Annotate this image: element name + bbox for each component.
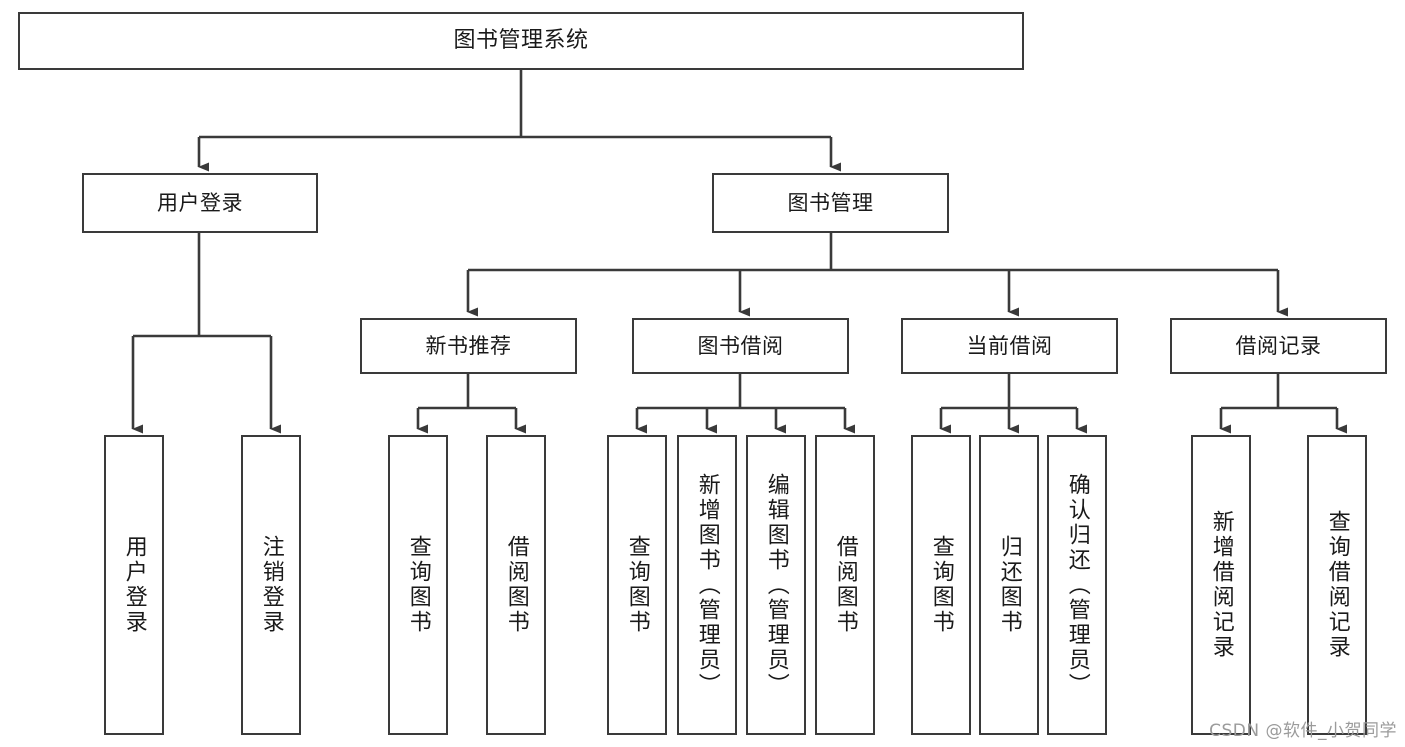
- node-leaf-confirm-return-label: 确认归还（管理员）: [1064, 472, 1090, 698]
- node-leaf-edit-book-label: 编辑图书（管理员）: [763, 472, 789, 698]
- node-leaf-query-book-3[interactable]: 查询图书: [911, 435, 971, 735]
- node-leaf-borrow-book-2[interactable]: 借阅图书: [815, 435, 875, 735]
- node-leaf-query-record[interactable]: 查询借阅记录: [1307, 435, 1367, 735]
- node-user-login[interactable]: 用户登录: [82, 173, 318, 233]
- node-book-borrow[interactable]: 图书借阅: [632, 318, 849, 374]
- node-leaf-return-book[interactable]: 归还图书: [979, 435, 1039, 735]
- node-leaf-borrow-book-1[interactable]: 借阅图书: [486, 435, 546, 735]
- node-leaf-query-book-1[interactable]: 查询图书: [388, 435, 448, 735]
- node-borrow-record-label: 借阅记录: [1235, 333, 1322, 358]
- node-root[interactable]: 图书管理系统: [18, 12, 1024, 70]
- node-leaf-user-logout[interactable]: 注销登录: [241, 435, 301, 735]
- node-leaf-query-book-2[interactable]: 查询图书: [607, 435, 667, 735]
- node-leaf-borrow-book-2-label: 借阅图书: [832, 535, 858, 635]
- node-book-borrow-label: 图书借阅: [697, 333, 784, 358]
- node-current-borrow[interactable]: 当前借阅: [901, 318, 1118, 374]
- node-root-label: 图书管理系统: [453, 28, 589, 54]
- node-leaf-user-login[interactable]: 用户登录: [104, 435, 164, 735]
- node-leaf-confirm-return[interactable]: 确认归还（管理员）: [1047, 435, 1107, 735]
- node-user-login-label: 用户登录: [157, 190, 243, 215]
- node-new-book-rec-label: 新书推荐: [425, 333, 512, 358]
- node-leaf-return-book-label: 归还图书: [996, 535, 1022, 635]
- node-leaf-query-book-2-label: 查询图书: [624, 535, 650, 635]
- node-leaf-edit-book[interactable]: 编辑图书（管理员）: [746, 435, 806, 735]
- node-borrow-record[interactable]: 借阅记录: [1170, 318, 1387, 374]
- node-current-borrow-label: 当前借阅: [966, 333, 1053, 358]
- node-new-book-rec[interactable]: 新书推荐: [360, 318, 577, 374]
- node-leaf-add-record-label: 新增借阅记录: [1208, 510, 1234, 660]
- node-leaf-add-book[interactable]: 新增图书（管理员）: [677, 435, 737, 735]
- node-leaf-query-record-label: 查询借阅记录: [1324, 510, 1350, 660]
- watermark-text: CSDN @软件_小贺同学: [1209, 721, 1397, 741]
- node-leaf-add-record[interactable]: 新增借阅记录: [1191, 435, 1251, 735]
- node-leaf-user-login-label: 用户登录: [121, 535, 147, 635]
- node-leaf-query-book-1-label: 查询图书: [405, 535, 431, 635]
- node-book-manage-label: 图书管理: [787, 190, 874, 215]
- node-leaf-add-book-label: 新增图书（管理员）: [694, 472, 720, 698]
- node-leaf-borrow-book-1-label: 借阅图书: [503, 535, 529, 635]
- node-book-manage[interactable]: 图书管理: [712, 173, 949, 233]
- node-leaf-query-book-3-label: 查询图书: [928, 535, 954, 635]
- node-leaf-user-logout-label: 注销登录: [258, 535, 284, 635]
